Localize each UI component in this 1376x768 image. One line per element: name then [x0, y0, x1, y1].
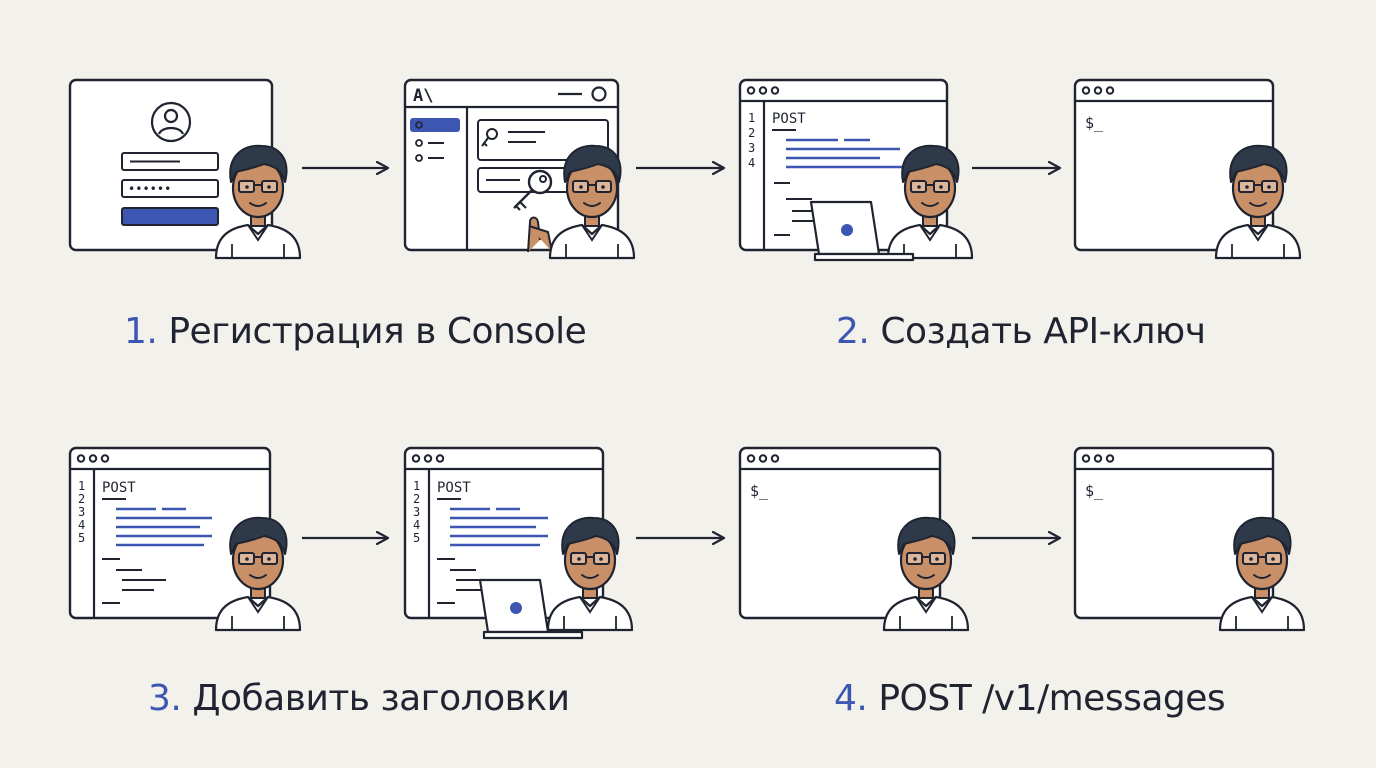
step-label: Создать API-ключ [880, 311, 1206, 352]
login-button[interactable] [121, 207, 219, 226]
line-number: 2 [413, 492, 420, 506]
large-key-icon [513, 169, 553, 211]
line-number: 2 [748, 126, 755, 140]
user-icon [150, 101, 192, 143]
step-number: 3. [148, 678, 182, 719]
sidebar-item-active[interactable] [410, 118, 460, 132]
pointing-hand [527, 216, 553, 253]
sidebar-item[interactable] [415, 139, 423, 147]
step-label: POST /v1/messages [878, 678, 1226, 719]
terminal-prompt: $_ [1085, 114, 1104, 132]
step-4-caption: 4. POST /v1/messages [834, 678, 1226, 719]
panel-3-code-editor: 1 2 3 4 POST [738, 78, 974, 262]
line-number: 1 [78, 479, 85, 493]
code-method: POST [102, 480, 136, 496]
panel-4-terminal: $_ [1073, 78, 1302, 260]
terminal-prompt: $_ [750, 482, 769, 500]
line-number: 3 [78, 505, 85, 519]
panel-7-terminal: $_ [738, 446, 970, 632]
code-method: POST [437, 480, 471, 496]
line-number: 5 [78, 531, 85, 545]
sidebar-item[interactable] [415, 154, 423, 162]
line-number: 3 [748, 141, 755, 155]
line-number: 1 [748, 111, 755, 125]
step-label: Добавить заголовки [192, 678, 570, 719]
password-field[interactable] [121, 179, 219, 198]
password-mask: •••••• [128, 182, 171, 196]
step-number: 2. [836, 311, 870, 352]
step-2-caption: 2. Создать API-ключ [836, 311, 1206, 352]
step-1-caption: 1. Регистрация в Console [124, 311, 587, 352]
panel-5-code-editor: 1 2 3 4 5 POST [68, 446, 302, 632]
code-method: POST [772, 111, 806, 127]
window-control-icon [591, 86, 607, 102]
panel-2-console: A\ [403, 78, 636, 260]
step-3-caption: 3. Добавить заголовки [148, 678, 570, 719]
console-logo: A\ [413, 86, 433, 106]
panel-8-terminal: $_ [1073, 446, 1306, 632]
line-number: 5 [413, 531, 420, 545]
line-number: 4 [413, 518, 420, 532]
key-icon [481, 128, 498, 147]
line-number: 3 [413, 505, 420, 519]
step-number: 1. [124, 311, 158, 352]
line-number: 1 [413, 479, 420, 493]
panel-6-code-editor: 1 2 3 4 5 POST [403, 446, 634, 640]
panel-1-login: •••••• [68, 78, 302, 260]
line-number: 2 [78, 492, 85, 506]
line-number: 4 [748, 156, 755, 170]
line-number: 4 [78, 518, 85, 532]
step-number: 4. [834, 678, 868, 719]
terminal-prompt: $_ [1085, 482, 1104, 500]
step-label: Регистрация в Console [168, 311, 587, 352]
